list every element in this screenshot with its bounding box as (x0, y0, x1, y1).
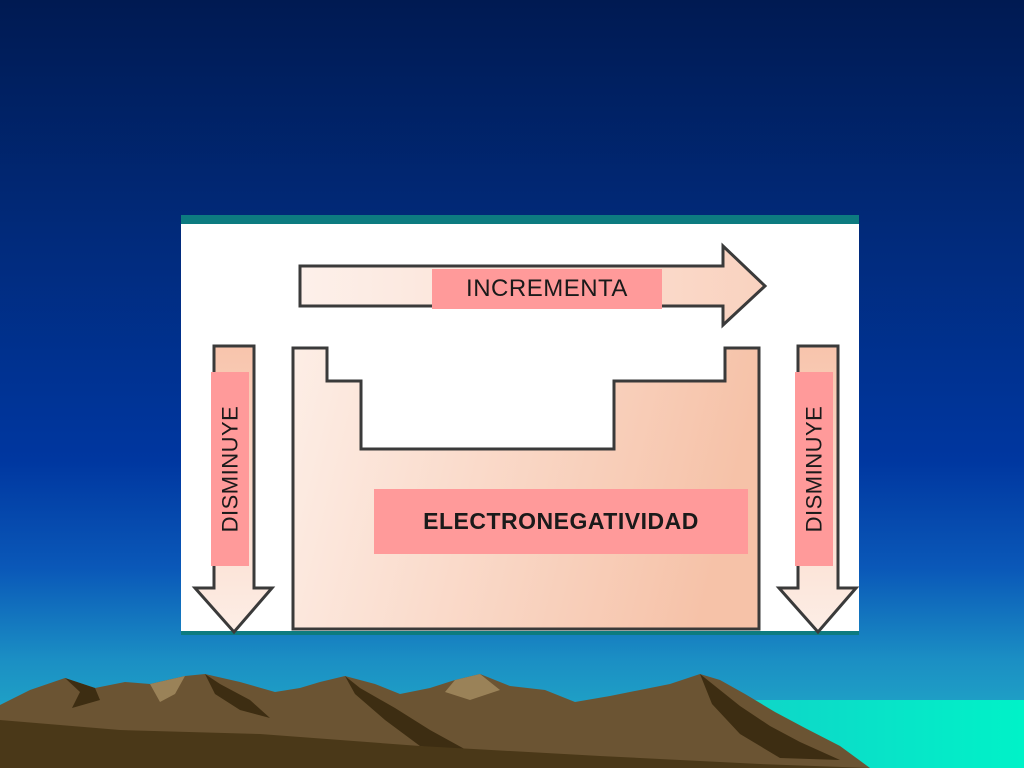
mountain-shadow-5 (0, 720, 870, 768)
disminuye-left-label: DISMINUYE (211, 372, 249, 566)
disminuye-right-text: DISMINUYE (801, 405, 826, 533)
mountain-highlight-1 (445, 674, 500, 700)
incrementa-label: INCREMENTA (432, 269, 662, 309)
mountain-shadow-1 (65, 678, 100, 708)
disminuye-left-text: DISMINUYE (217, 405, 242, 533)
electronegativity-diagram: INCREMENTA ELECTRONEGATIVIDAD DISMINUYE … (181, 215, 859, 635)
mountain-highlight-2 (150, 676, 185, 702)
electronegatividad-label: ELECTRONEGATIVIDAD (374, 489, 748, 554)
disminuye-right-label: DISMINUYE (795, 372, 833, 566)
mountain-shadow-4 (700, 674, 840, 760)
periodic-table-shape (291, 346, 761, 631)
mountain-landscape (0, 674, 1024, 768)
mountain-shadow-2 (205, 674, 270, 718)
